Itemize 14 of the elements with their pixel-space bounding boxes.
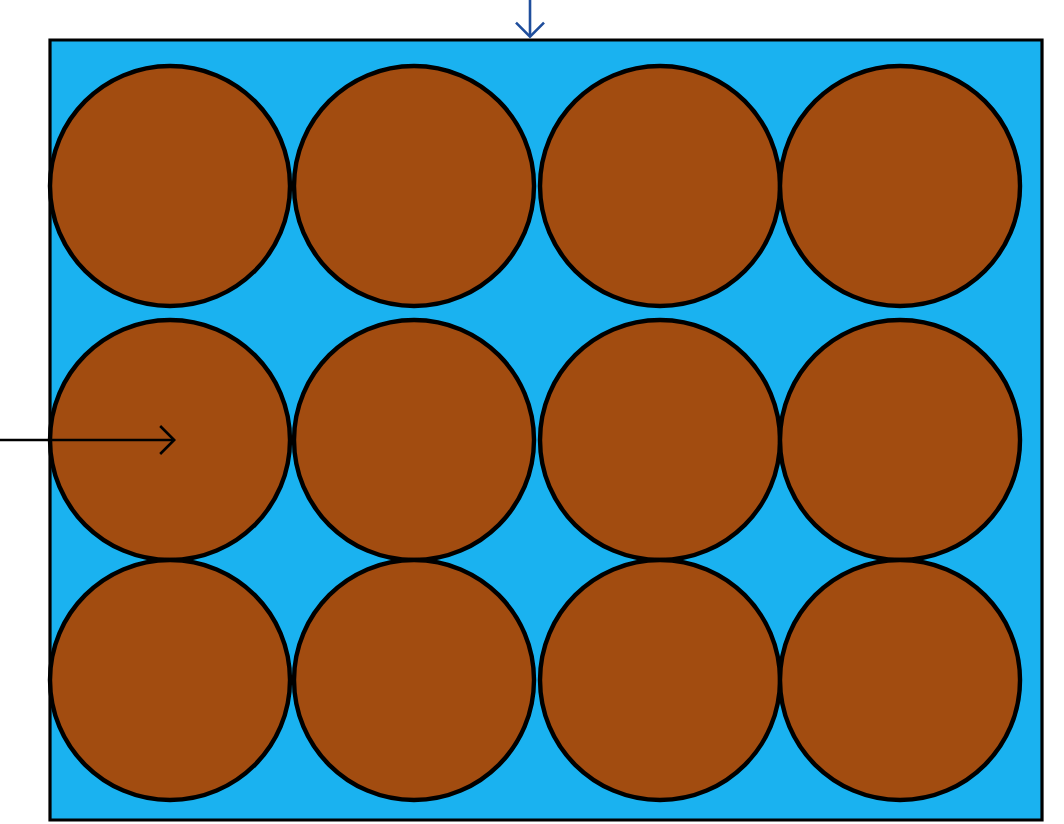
ball bbox=[47, 317, 293, 563]
ball bbox=[291, 557, 537, 803]
ball bbox=[537, 63, 783, 309]
arrow bbox=[0, 425, 176, 455]
ball bbox=[777, 557, 1023, 803]
arrow bbox=[515, 0, 545, 39]
ball bbox=[777, 63, 1023, 309]
ball bbox=[291, 317, 537, 563]
ball bbox=[47, 557, 293, 803]
ball bbox=[777, 317, 1023, 563]
ball bbox=[47, 63, 293, 309]
ball bbox=[537, 317, 783, 563]
ball bbox=[537, 557, 783, 803]
ball bbox=[291, 63, 537, 309]
